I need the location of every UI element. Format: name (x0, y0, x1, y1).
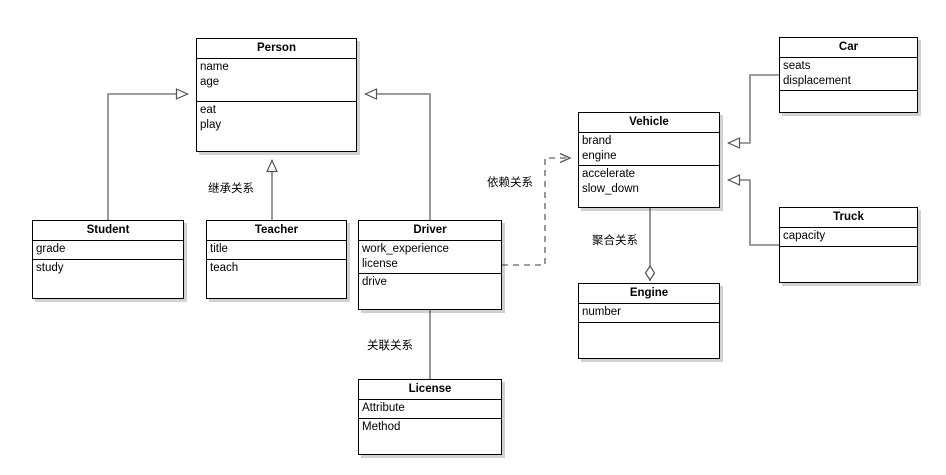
edge-label-aggregation: 聚合关系 (592, 235, 638, 247)
class-name-student: Student (33, 221, 183, 241)
class-name-teacher: Teacher (207, 221, 346, 241)
attribute-work-experience: work_experience (362, 243, 449, 255)
class-box-vehicle[interactable]: Vehicle brand engine accelerate slow_dow… (578, 112, 720, 208)
attribute-grade: grade (36, 243, 66, 255)
method-drive: drive (362, 276, 387, 288)
class-box-teacher[interactable]: Teacher title teach (206, 220, 347, 299)
edge-driver-vehicle (502, 152, 572, 266)
class-methods-license: Method (359, 419, 501, 437)
class-attributes-truck: capacity (780, 228, 917, 247)
method-teach: teach (210, 262, 239, 274)
attribute-license: license (362, 258, 398, 270)
attribute-displacement: displacement (783, 75, 851, 87)
class-box-truck[interactable]: Truck capacity (779, 207, 918, 283)
class-attributes-car: seats displacement (780, 58, 917, 91)
attribute-seats: seats (783, 60, 811, 72)
class-methods-car (780, 91, 917, 94)
class-methods-vehicle: accelerate slow_down (579, 166, 719, 199)
attribute-capacity: capacity (783, 230, 826, 242)
class-box-student[interactable]: Student grade study (32, 220, 184, 299)
class-methods-engine (579, 323, 719, 326)
class-methods-teacher: teach (207, 260, 346, 278)
class-attributes-vehicle: brand engine (579, 133, 719, 166)
edge-label-association: 关联关系 (367, 340, 413, 352)
edge-student-person (107, 88, 189, 220)
attribute-age: age (200, 76, 220, 88)
attribute-brand: brand (582, 135, 612, 147)
class-attributes-student: grade (33, 241, 183, 260)
class-box-driver[interactable]: Driver work_experience license drive (358, 220, 502, 310)
method-accelerate: accelerate (582, 168, 636, 180)
class-methods-driver: drive (359, 274, 501, 292)
method-eat: eat (200, 104, 216, 116)
method-method: Method (362, 421, 401, 433)
class-methods-person: eat play (197, 102, 356, 135)
class-name-driver: Driver (359, 221, 501, 241)
edge-label-dependency: 依赖关系 (487, 177, 533, 189)
class-box-license[interactable]: License Attribute Method (358, 379, 502, 455)
method-play: play (200, 119, 222, 131)
method-study: study (36, 262, 64, 274)
attribute-number: number (582, 306, 621, 318)
class-methods-student: study (33, 260, 183, 278)
class-box-person[interactable]: Person name age eat play (196, 38, 357, 152)
method-slow-down: slow_down (582, 183, 639, 195)
edge-label-inheritance: 继承关系 (208, 183, 254, 195)
class-name-car: Car (780, 38, 917, 58)
class-attributes-engine: number (579, 304, 719, 323)
class-attributes-teacher: title (207, 241, 346, 260)
class-name-license: License (359, 380, 501, 400)
class-methods-truck (780, 247, 917, 250)
class-name-person: Person (197, 39, 356, 59)
class-box-engine[interactable]: Engine number (578, 283, 720, 359)
attribute-title: title (210, 243, 228, 255)
edge-driver-person (364, 88, 431, 220)
class-name-vehicle: Vehicle (579, 113, 719, 133)
attribute-attribute: Attribute (362, 402, 405, 414)
class-attributes-license: Attribute (359, 400, 501, 419)
attribute-engine: engine (582, 150, 617, 162)
class-attributes-person: name age (197, 59, 356, 102)
edge-truck-vehicle (727, 174, 779, 246)
class-name-engine: Engine (579, 284, 719, 304)
attribute-name: name (200, 61, 229, 73)
class-name-truck: Truck (780, 208, 917, 228)
class-attributes-driver: work_experience license (359, 241, 501, 274)
edge-car-vehicle (727, 74, 779, 149)
class-box-car[interactable]: Car seats displacement (779, 37, 918, 113)
